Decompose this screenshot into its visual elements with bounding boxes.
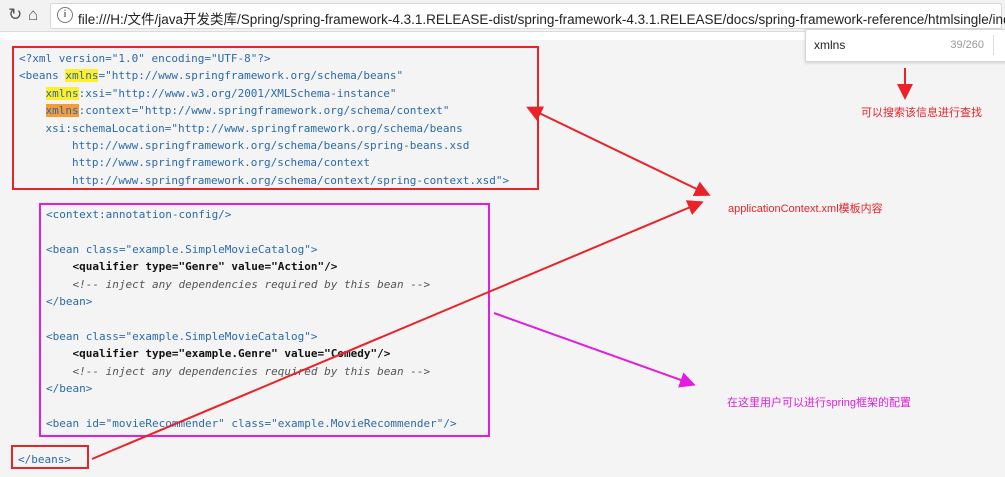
search-highlight: xmlns (45, 86, 79, 100)
code-line: <bean class="example.SimpleMovieCatalog"… (46, 329, 318, 343)
code-line: ="http://www.springframework.org/schema/… (98, 69, 404, 83)
code-line: <context:annotation-config/> (46, 208, 232, 221)
code-comment: <!-- inject any dependencies required by… (46, 277, 431, 291)
find-divider (993, 35, 994, 55)
code-line: </bean> (46, 295, 93, 309)
code-line: :context="http://www.springframework.org… (78, 104, 450, 118)
url-text[interactable]: file:///H:/文件/java开发类库/Spring/spring-fra… (78, 12, 1005, 27)
code-line: xsi:schemaLocation="http://www.springfra… (19, 121, 463, 135)
bean-config-code: <context:annotation-config/> <bean class… (46, 206, 457, 432)
info-icon[interactable]: i (57, 7, 73, 23)
reload-icon[interactable]: ↻ (8, 5, 23, 24)
browser-toolbar: ↻ ⌂ i file:///H:/文件/java开发类库/Spring/spri… (0, 0, 1005, 32)
code-line: :xsi="http://www.w3.org/2001/XMLSchema-i… (78, 86, 397, 100)
closing-beans-tag: </beans> (18, 451, 71, 468)
find-match-count: 39/260 (950, 39, 984, 51)
code-line: <bean id="movieRecommender" class="examp… (46, 416, 457, 430)
code-line: </bean> (46, 382, 93, 396)
code-line: <?xml version="1.0" encoding="UTF-8"?> (19, 52, 271, 65)
search-highlight: xmlns (65, 69, 99, 83)
closing-tag-arrow (91, 200, 704, 460)
code-line: </beans> (18, 453, 71, 466)
find-input[interactable]: xmlns (814, 38, 846, 52)
find-bar[interactable]: xmlns 39/260 (805, 29, 1005, 62)
code-line: <qualifier type="Genre" value="Action"/> (46, 260, 338, 274)
code-line: http://www.springframework.org/schema/be… (19, 139, 470, 153)
config-note: 在这里用户可以进行spring框架的配置 (727, 397, 911, 409)
search-highlight-current: xmlns (45, 104, 79, 118)
code-background (0, 40, 1005, 477)
closing-tag-highlight-box (11, 445, 89, 469)
config-highlight-box (39, 203, 490, 437)
template-note: applicationContext.xml模板内容 (728, 203, 883, 215)
search-note: 可以搜索该信息进行查找 (861, 107, 982, 119)
code-line: <qualifier type="example.Genre" value="C… (46, 347, 391, 361)
xml-header-code: <?xml version="1.0" encoding="UTF-8"?> <… (19, 50, 509, 189)
code-line: <beans (19, 69, 66, 83)
header-arrow (526, 106, 711, 196)
code-line: http://www.springframework.org/schema/co… (19, 156, 370, 170)
address-bar[interactable]: i file:///H:/文件/java开发类库/Spring/spring-f… (50, 3, 1005, 29)
config-arrow (493, 312, 696, 388)
home-icon[interactable]: ⌂ (28, 5, 39, 24)
code-line: http://www.springframework.org/schema/co… (19, 173, 510, 187)
code-comment: <!-- inject any dependencies required by… (46, 364, 431, 378)
code-line: <bean class="example.SimpleMovieCatalog"… (46, 242, 318, 256)
